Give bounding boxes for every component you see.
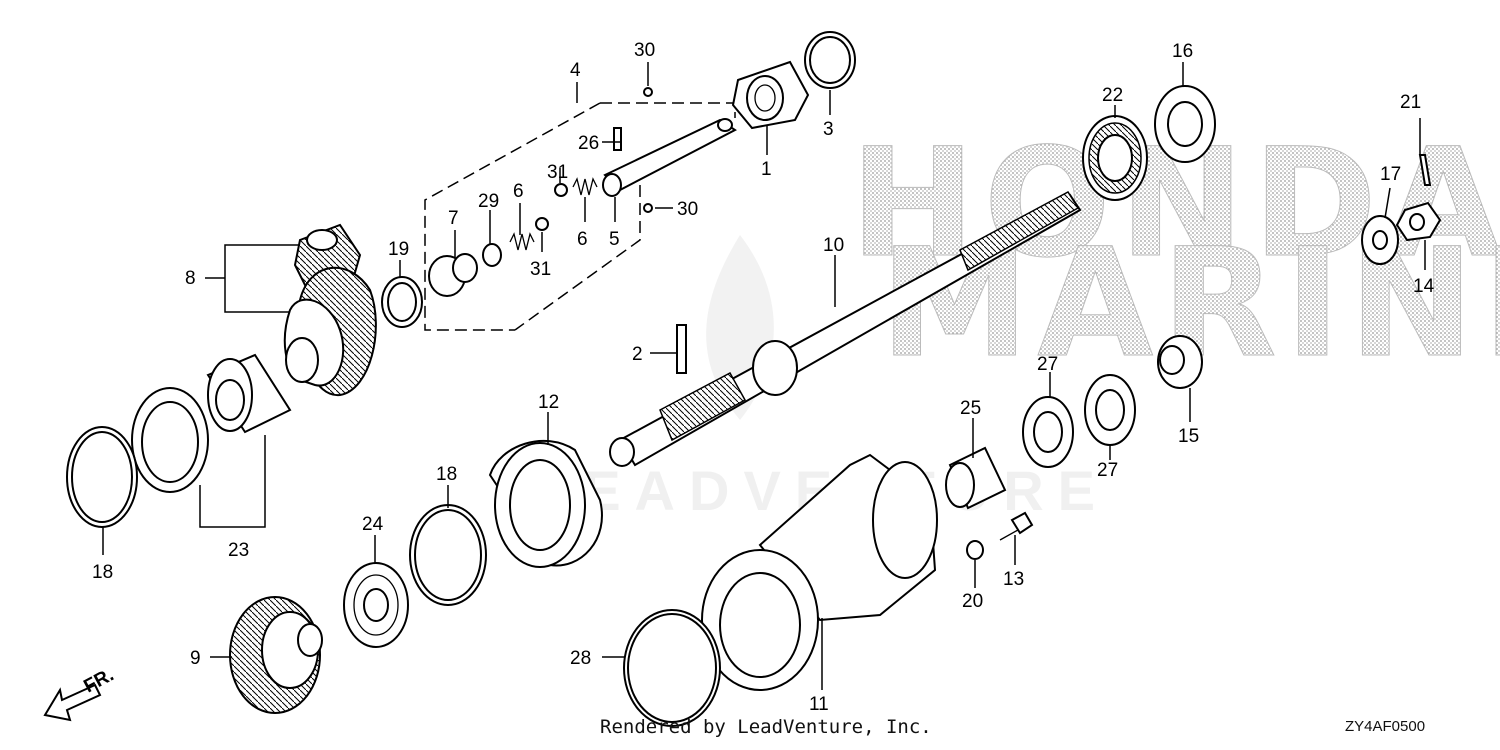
part-18-ring-mid: [409, 504, 487, 606]
callout-numbers: 30 4 26 31 29 6 7 31 6 5 30 1 3 16 22 21…: [92, 40, 1435, 715]
callout-6: 6: [513, 181, 524, 202]
leader-lines: [102, 62, 1426, 690]
callout-15: 15: [1178, 426, 1199, 447]
callout-30-side: 30: [677, 199, 698, 220]
part-3-ring: [804, 31, 856, 89]
part-10-propeller-shaft: [609, 191, 1082, 467]
callout-3: 3: [823, 119, 834, 140]
rendered-by-footer: Rendered by LeadVenture, Inc.: [600, 716, 932, 738]
callout-31-lower: 31: [530, 259, 551, 280]
part-14-nut: [1395, 201, 1442, 242]
callout-8: 8: [185, 268, 196, 289]
part-18-ring-left: [66, 426, 138, 528]
part-30-ball-side: [643, 203, 653, 213]
callout-12: 12: [538, 392, 559, 413]
callout-23: 23: [228, 540, 249, 561]
callout-30: 30: [634, 40, 655, 61]
part-24-ball-bearing: [343, 562, 409, 648]
callout-31: 31: [547, 162, 568, 183]
callout-6-lower: 6: [577, 229, 588, 250]
part-17-washer: [1361, 215, 1399, 265]
diagram-code: ZY4AF0500: [1345, 718, 1426, 735]
callout-29: 29: [478, 191, 499, 212]
part-21-cotter-pin: [1418, 154, 1432, 186]
part-25-needle-bearing: [945, 446, 1007, 510]
callout-22: 22: [1102, 85, 1123, 106]
part-7-plunger: [428, 253, 478, 297]
callout-27-lower: 27: [1097, 460, 1118, 481]
part-13-bolt: [999, 511, 1034, 541]
part-19-ring: [381, 276, 423, 328]
part-12-bearing-holder: [488, 440, 603, 568]
callout-26: 26: [578, 133, 599, 154]
part-9-bevel-gear: [229, 596, 323, 714]
callout-17: 17: [1380, 164, 1401, 185]
part-16-washer: [1154, 85, 1216, 163]
callout-14: 14: [1413, 276, 1435, 297]
part-1-clutch: [731, 60, 810, 130]
callout-5: 5: [609, 229, 620, 250]
part-2-pin: [676, 324, 687, 374]
front-direction-arrow: FR.: [43, 665, 117, 722]
callout-4: 4: [570, 60, 581, 81]
part-5-shift-rod: [602, 118, 737, 197]
callout-1: 1: [761, 159, 772, 180]
part-11-gearcase: [701, 453, 938, 691]
callout-2: 2: [632, 344, 643, 365]
callout-16: 16: [1172, 41, 1193, 62]
callout-21: 21: [1400, 92, 1421, 113]
part-22-thrust-bearing: [1082, 115, 1148, 201]
part-20-washer: [966, 540, 984, 560]
part-29-clip: [482, 243, 502, 267]
callout-10: 10: [823, 235, 844, 256]
part-23-bearing: [131, 353, 292, 493]
part-6-springs: [509, 177, 598, 251]
callout-9: 9: [190, 648, 201, 669]
part-31-ball-a: [554, 183, 568, 197]
callout-18-left: 18: [92, 562, 113, 583]
part-28-o-ring: [623, 609, 721, 727]
part-31-ball-b: [535, 217, 549, 231]
callout-18-mid: 18: [436, 464, 457, 485]
part-27-oil-seals: [1022, 374, 1136, 468]
callout-24: 24: [362, 514, 384, 535]
part-15-bushing: [1157, 335, 1203, 389]
callout-13: 13: [1003, 569, 1024, 590]
callout-28: 28: [570, 648, 591, 669]
callout-19: 19: [388, 239, 409, 260]
callout-27-upper: 27: [1037, 354, 1058, 375]
part-26-pin: [613, 127, 622, 151]
callout-25: 25: [960, 398, 981, 419]
callout-11: 11: [809, 694, 829, 715]
part-8-gear-large: [283, 266, 377, 397]
callout-20: 20: [962, 591, 983, 612]
callout-7: 7: [448, 208, 459, 229]
part-30-ball-top: [643, 87, 653, 97]
